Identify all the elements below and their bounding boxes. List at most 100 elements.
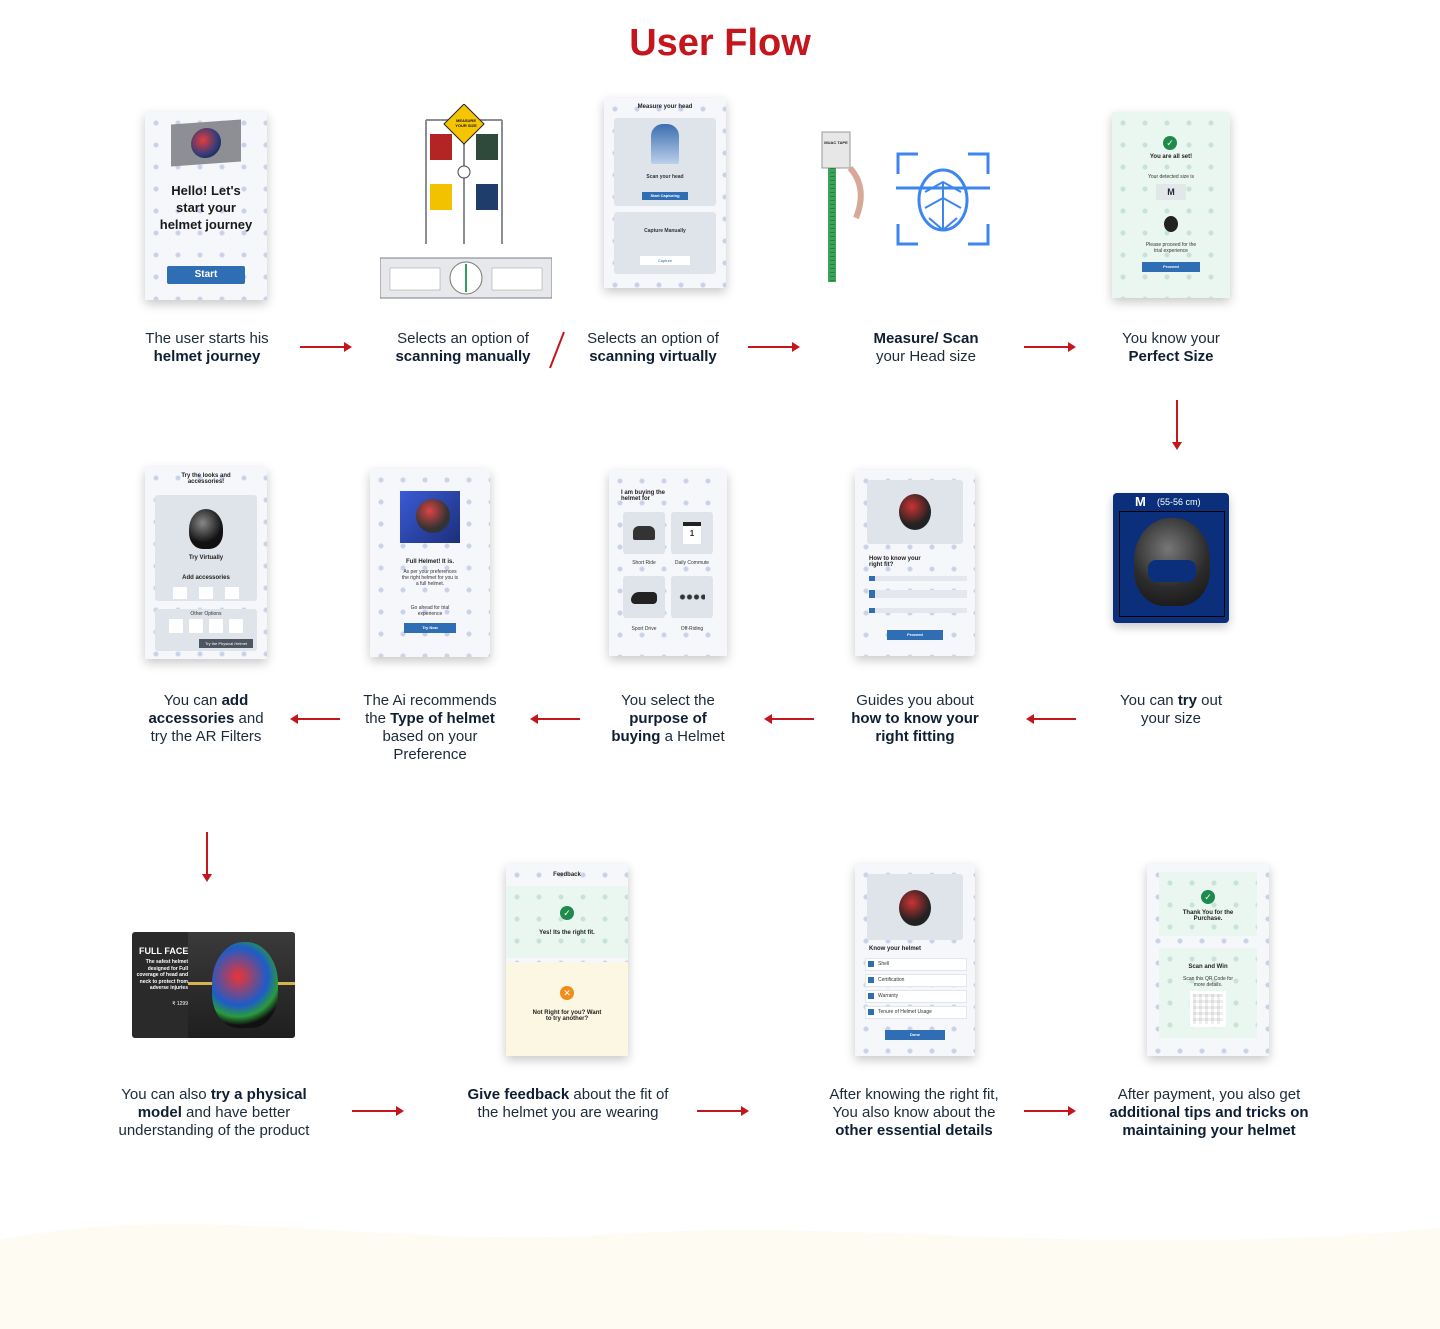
no-panel[interactable]: ✕ Not Right for you? Want to try another… — [506, 962, 628, 1056]
all-set-text: You are all set! — [1149, 154, 1193, 160]
dots-icon — [679, 594, 705, 600]
helmet-option[interactable] — [209, 619, 223, 633]
done-button[interactable]: Done — [885, 1030, 945, 1040]
face-scan-icon — [896, 152, 990, 246]
detail-row-tenure[interactable]: Tenure of Helmet Usage — [865, 1006, 967, 1019]
check-icon: ✓ — [560, 906, 574, 920]
detail-number — [868, 1009, 874, 1015]
detail-label: Shell — [878, 961, 890, 967]
start-capturing-button[interactable]: Start Capturing — [642, 192, 688, 200]
option-label: Off-Riding — [680, 626, 704, 632]
no-text: Not Right for you? Want to try another? — [532, 1010, 602, 1022]
option-sport-drive[interactable] — [623, 576, 665, 618]
yes-text: Yes! Its the right fit. — [539, 930, 595, 936]
arrow-down-icon — [202, 832, 212, 882]
capture-panel: Capture Manually Capture — [614, 212, 716, 274]
scooter-icon — [633, 526, 655, 540]
add-accessories-text: Add accessories — [182, 575, 230, 581]
bottom-wave-decoration — [0, 1224, 1440, 1329]
fit-step — [869, 576, 967, 581]
detail-label: Warranty — [878, 993, 899, 999]
detail-row-warranty[interactable]: Warranty — [865, 990, 967, 1003]
option-daily-commute[interactable]: 1 — [671, 512, 713, 554]
try-now-button[interactable]: Try Now — [404, 623, 456, 633]
arrow-left-icon — [530, 714, 580, 724]
accessory-option[interactable] — [225, 587, 239, 599]
helmet-option[interactable] — [169, 619, 183, 633]
detected-label: Your detected size is — [1148, 174, 1194, 180]
recommend-note: Go ahead for trial experience — [410, 605, 450, 617]
helmet-icon — [191, 126, 221, 160]
arrow-left-icon — [290, 714, 340, 724]
detail-row-certification[interactable]: Certification — [865, 974, 967, 987]
helmet-details-screen: Know your helmet Shell Certification War… — [855, 864, 975, 1056]
qr-code[interactable] — [1190, 991, 1226, 1027]
helmet-icon — [899, 494, 931, 530]
try-out-screen: M (55-56 cm) — [1113, 493, 1229, 623]
arrow-right-icon — [748, 342, 800, 352]
accessory-option[interactable] — [199, 587, 213, 599]
check-icon: ✓ — [1163, 136, 1177, 150]
option-off-riding[interactable] — [671, 576, 713, 618]
greeting-text: Hello! Let's start your helmet journey — [159, 183, 253, 232]
helmet-image — [171, 119, 241, 167]
proceed-button[interactable]: Proceed — [1142, 262, 1200, 272]
page-title: User Flow — [629, 22, 811, 64]
try-virtually-text: Try Virtually — [188, 555, 224, 561]
start-screen: Hello! Let's start your helmet journey S… — [145, 112, 267, 300]
detail-row-shell[interactable]: Shell — [865, 958, 967, 971]
option-label: Short Ride — [632, 560, 656, 566]
detail-number — [868, 961, 874, 967]
head-silhouette-icon — [651, 124, 679, 164]
accessories-screen: Try the looks and accessories! Try Virtu… — [145, 467, 267, 659]
option-label: Sport Drive — [631, 626, 657, 632]
helmet-panel — [867, 874, 963, 940]
measure-heading: Measure your head — [637, 104, 693, 110]
scan-panel: Scan your head Start Capturing — [614, 118, 716, 206]
helmet-icon — [212, 942, 278, 1028]
proceed-note: Please proceed for the trial experience — [1145, 242, 1197, 254]
product-price: ₹ 1299 — [172, 1001, 188, 1007]
fitting-proceed-button[interactable]: Proceed — [887, 630, 943, 640]
start-button[interactable]: Start — [167, 266, 245, 284]
helmet-icon — [416, 499, 450, 533]
size-badge: M — [1135, 494, 1146, 509]
manual-scan-illustration: MEASURE YOUR SIZE — [379, 103, 553, 300]
feedback-heading: Feedback — [553, 872, 581, 878]
recommend-body: As per your preferences the right helmet… — [401, 569, 459, 587]
fit-step — [869, 590, 967, 598]
recommendation-screen: Full Helmet! It is. As per your preferen… — [370, 469, 490, 657]
arrow-right-icon — [300, 342, 352, 352]
fitting-heading: How to know your right fit? — [869, 556, 921, 568]
sportbike-icon — [631, 592, 657, 604]
check-icon: ✓ — [1201, 890, 1215, 904]
helmet-option[interactable] — [189, 619, 203, 633]
other-options-text: Other Options — [190, 611, 222, 617]
size-value: M — [1156, 184, 1186, 200]
product-description: The safest helmet designed for Full cove… — [136, 959, 188, 991]
other-options-panel: Other Options Try the Physical Helmet — [155, 609, 257, 651]
scan-note: Scan this QR Code for more details. — [1182, 976, 1234, 988]
capture-button[interactable]: Capture — [640, 256, 690, 265]
measure-stand-graphic — [379, 103, 553, 299]
arrow-right-icon — [352, 1106, 404, 1116]
thanks-heading: Thank You for the Purchase. — [1182, 910, 1234, 922]
arrow-down-icon — [1172, 400, 1182, 450]
option-short-ride[interactable] — [623, 512, 665, 554]
thanks-panel: ✓ Thank You for the Purchase. — [1159, 872, 1257, 936]
measure-tape-graphic: MUAC TAPE — [814, 128, 868, 284]
try-physical-button[interactable]: Try the Physical Helmet — [199, 639, 253, 648]
helmet-icon — [899, 890, 931, 926]
arrow-left-icon — [764, 714, 814, 724]
capture-title: Capture Manually — [644, 228, 686, 234]
yes-panel[interactable]: ✓ Yes! Its the right fit. — [506, 886, 628, 958]
helmet-option[interactable] — [229, 619, 243, 633]
accessory-option[interactable] — [173, 587, 187, 599]
